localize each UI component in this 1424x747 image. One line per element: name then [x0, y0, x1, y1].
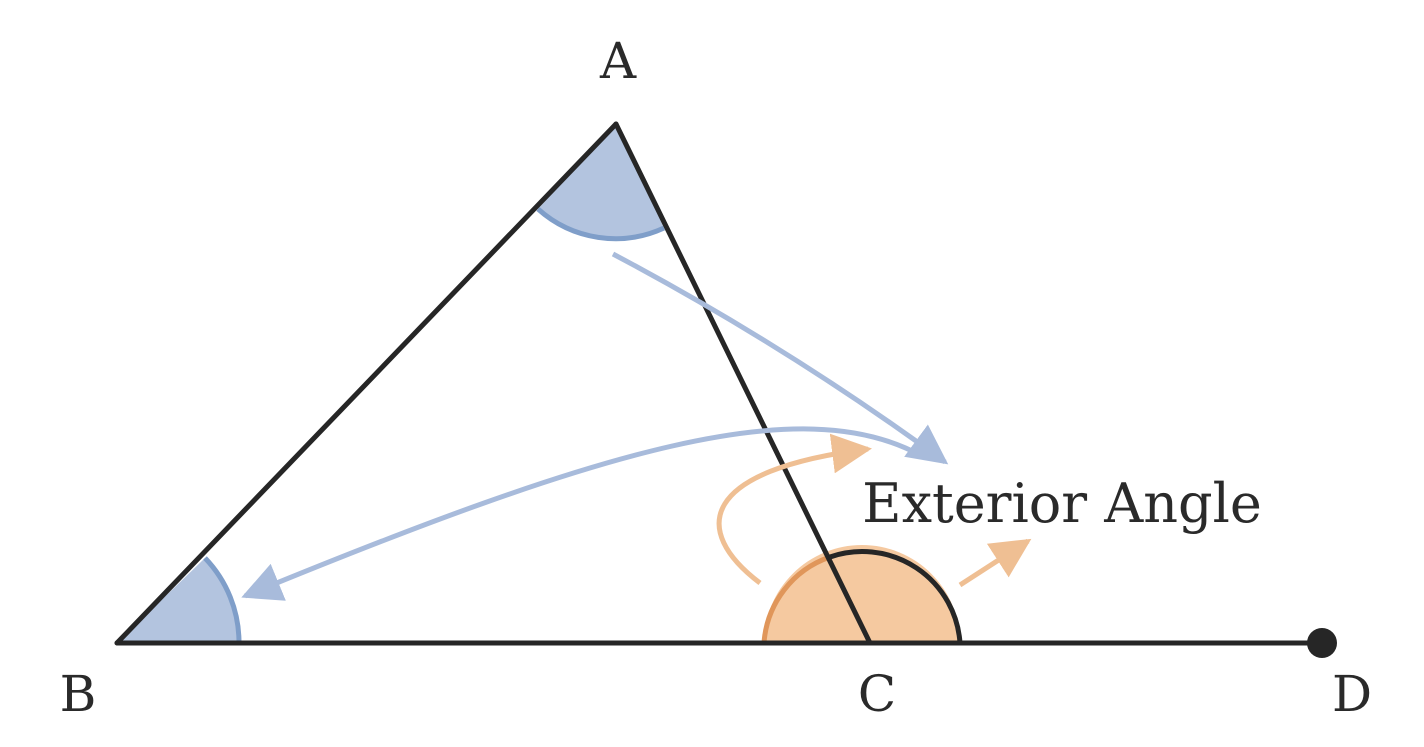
- angle-a-arc: [536, 207, 666, 242]
- angle-b-sector: [117, 558, 240, 643]
- angle-a-sector: [538, 124, 664, 239]
- vertex-label-a: A: [599, 32, 637, 90]
- vertex-label-b: B: [60, 665, 97, 723]
- arrow-angle-a-to-exterior: [611, 251, 949, 465]
- interior-angle-c-arc: [761, 554, 831, 644]
- angle-b-arc: [203, 556, 242, 644]
- exterior-angle-arc: [829, 549, 963, 644]
- vertex-label-d: D: [1332, 665, 1372, 723]
- vertex-label-c: C: [858, 665, 896, 723]
- side-ac: [613, 121, 873, 646]
- exterior-angle-caption: Exterior Angle: [862, 472, 1262, 535]
- arrow-straight-orange: [958, 538, 1032, 588]
- point-d-dot: [1307, 628, 1337, 658]
- arrow-curved-orange: [716, 433, 872, 585]
- exterior-angle-sector: [764, 545, 960, 643]
- side-ab: [114, 121, 619, 646]
